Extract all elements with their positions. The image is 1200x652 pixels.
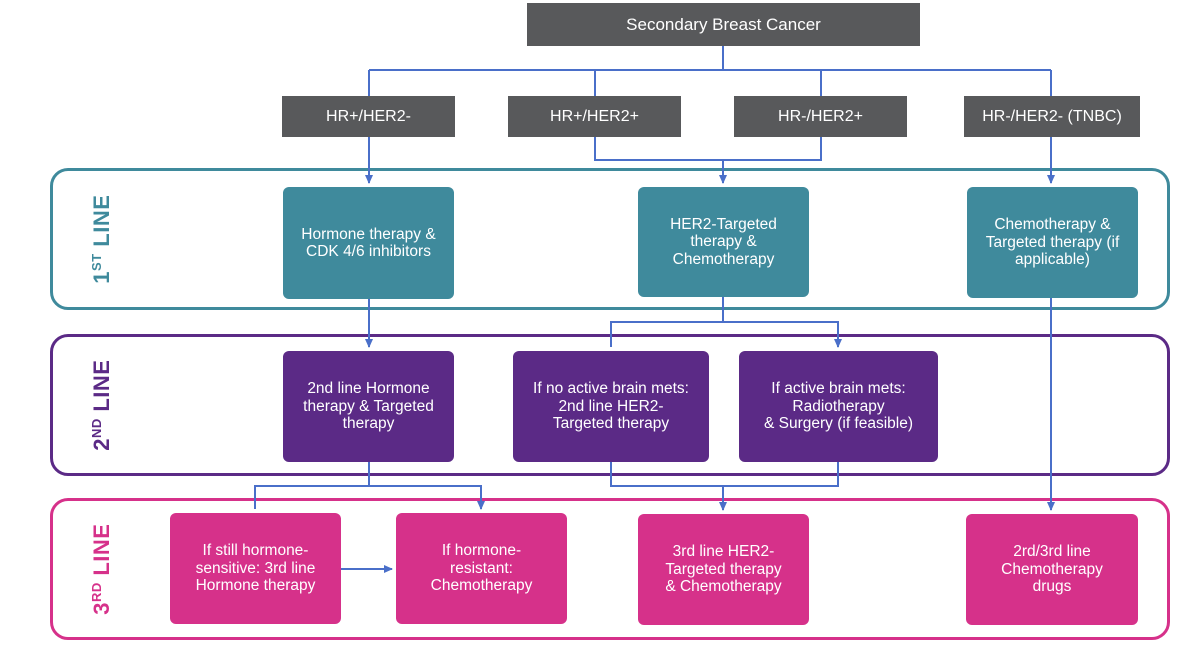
treatment-label: Chemotherapy & Targeted therapy (if appl…: [985, 216, 1120, 269]
first-line-hormone-cdk: Hormone therapy & CDK 4/6 inhibitors: [283, 187, 454, 299]
treatment-label: If no active brain mets: 2nd line HER2- …: [533, 380, 689, 433]
subtype-hrpos-her2neg: HR+/HER2-: [282, 96, 455, 137]
subtype-label: HR+/HER2+: [550, 107, 639, 125]
subtype-label: HR-/HER2- (TNBC): [982, 107, 1122, 125]
subtype-hrpos-her2pos: HR+/HER2+: [508, 96, 681, 137]
second-line-hormone-targeted: 2nd line Hormone therapy & Targeted ther…: [283, 351, 454, 462]
subtype-label: HR-/HER2+: [778, 107, 863, 125]
her2-first-to-second-split: [610, 297, 838, 347]
third-line-chemo-drugs: 2rd/3rd line Chemotherapy drugs: [966, 514, 1138, 625]
second-line-no-brain-mets: If no active brain mets: 2nd line HER2- …: [513, 351, 709, 462]
treatment-label: If hormone- resistant: Chemotherapy: [430, 542, 533, 595]
third-line-hormone-resistant: If hormone- resistant: Chemotherapy: [396, 513, 567, 624]
treatment-label: If active brain mets: Radiotherapy & Sur…: [763, 380, 914, 433]
third-line-band: [50, 498, 1170, 640]
treatment-label: Hormone therapy & CDK 4/6 inhibitors: [301, 225, 436, 260]
subtype-label: HR+/HER2-: [326, 107, 411, 125]
first-line-chemo-targeted: Chemotherapy & Targeted therapy (if appl…: [967, 187, 1138, 298]
treatment-label: 2nd line Hormone therapy & Targeted ther…: [303, 380, 434, 433]
treatment-label: 3rd line HER2- Targeted therapy & Chemot…: [665, 543, 782, 596]
treatment-label: If still hormone- sensitive: 3rd line Ho…: [195, 542, 316, 595]
second-line-brain-mets: If active brain mets: Radiotherapy & Sur…: [739, 351, 938, 462]
hormone-second-to-third-split: [254, 462, 481, 509]
first-line-her2-chemo: HER2-Targeted therapy & Chemotherapy: [638, 187, 809, 297]
subtype-tnbc: HR-/HER2- (TNBC): [964, 96, 1140, 137]
root-label: Secondary Breast Cancer: [626, 14, 821, 34]
her2pos-merge-arrow: [594, 137, 822, 183]
root-to-subtypes-line: [368, 46, 1052, 96]
her2-second-to-third-merge: [610, 462, 839, 510]
root-node: Secondary Breast Cancer: [527, 3, 920, 46]
treatment-label: HER2-Targeted therapy & Chemotherapy: [670, 215, 777, 268]
subtype-hrneg-her2pos: HR-/HER2+: [734, 96, 907, 137]
third-line-her2-chemo: 3rd line HER2- Targeted therapy & Chemot…: [638, 514, 809, 625]
first-line-band: [50, 168, 1170, 310]
third-line-hormone-sensitive: If still hormone- sensitive: 3rd line Ho…: [170, 513, 341, 624]
treatment-label: 2rd/3rd line Chemotherapy drugs: [1001, 543, 1103, 596]
